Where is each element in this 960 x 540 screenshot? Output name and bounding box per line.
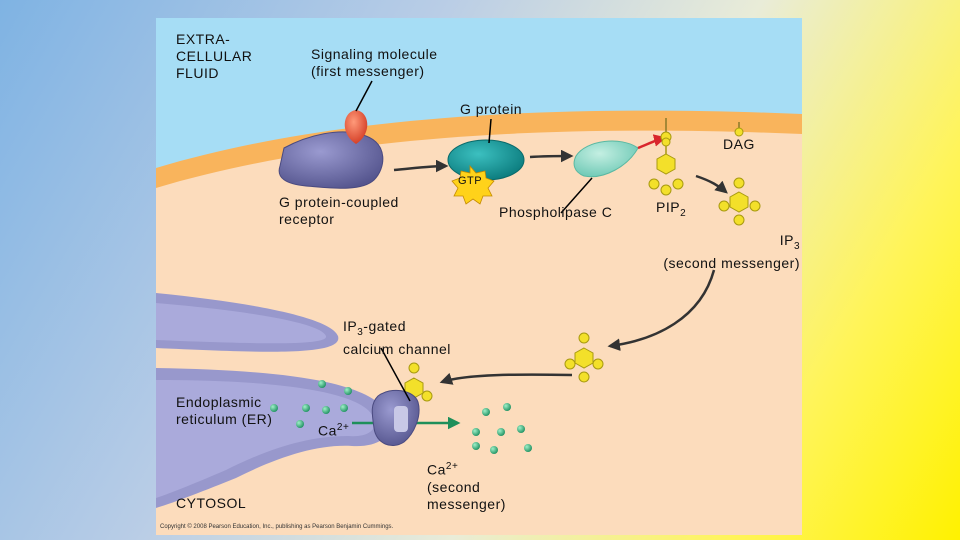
arrow-pip2-to-ip3 [695,174,728,194]
label-ip3: IP3 (second messenger) [663,232,800,271]
arrow-receptor-to-gprotein [393,159,449,173]
figure-panel: EXTRA- CELLULAR FLUID Signaling molecule… [156,18,802,535]
label-dag: DAG [723,136,755,152]
label-phospholipase-c: Phospholipase C [499,204,613,220]
label-pip2: PIP2 [656,199,687,219]
signaling-molecule [344,110,368,144]
label-g-protein: G protein [460,101,523,117]
arrow-ip3-to-channel [439,372,573,385]
gtp-badge [451,164,495,205]
arrow-ip3-diffusion [607,269,716,351]
label-extracellular-fluid: EXTRA- CELLULAR FLUID [176,31,253,81]
ca-ions-er [270,380,352,428]
ip3-molecule [718,177,761,226]
label-er: Endoplasmic reticulum (ER) [176,394,273,427]
channel-leader-line [380,347,411,402]
plc-leader-line [560,177,593,214]
ip3-gated-calcium-channel [371,389,420,446]
arrow-gprotein-to-plc [529,149,574,163]
copyright-notice: Copyright © 2008 Pearson Education, Inc.… [160,524,394,530]
label-ip3-gated-channel: IP3-gated calcium channel [343,318,451,357]
label-gtp: GTP [458,175,483,187]
er-lumen [156,303,375,498]
pip2-molecule [648,137,684,196]
ip3-molecule-mid [564,332,604,383]
phospholipase-c [573,140,639,178]
ca-ions-cytosol [472,403,532,454]
label-gpcr: G protein-coupled receptor [279,194,399,227]
gpcr-receptor [278,131,384,189]
signal-leader-line [355,80,373,112]
label-ca-er: Ca2+ [318,422,350,439]
label-cytosol: CYTOSOL [176,495,247,511]
ip3-signaling-diagram [156,18,802,535]
label-signaling-molecule: Signaling molecule (first messenger) [311,46,438,79]
label-ca-cytosol: Ca2+ (second messenger) [427,461,506,512]
g-protein-leader-line [488,118,492,144]
